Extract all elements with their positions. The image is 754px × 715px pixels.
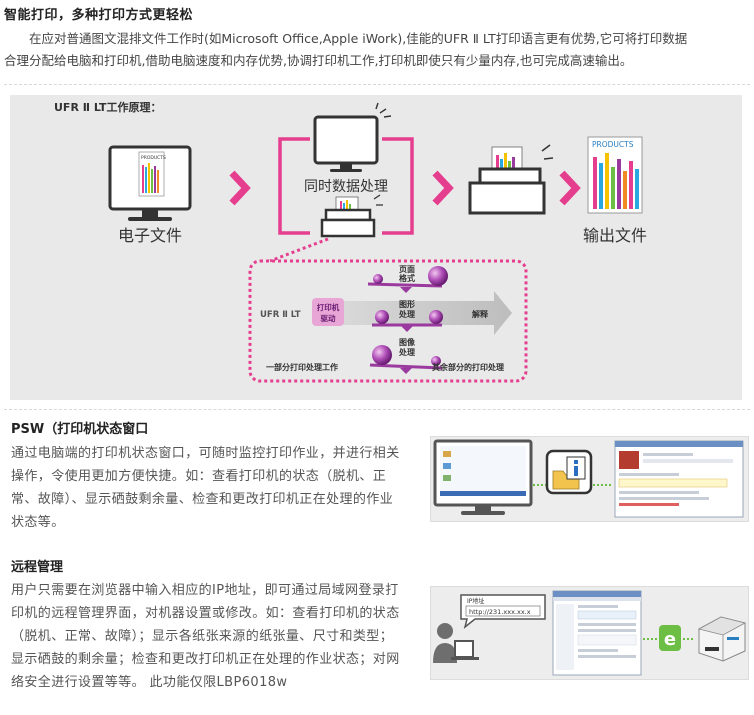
processing-bracket-left — [278, 137, 310, 235]
remote-body-line: 印机的远程管理界面，对机器设置或修改。如：查看打印机的状态 — [11, 606, 400, 621]
intro-body-line: 在应对普通图文混排文件工作时(如Microsoft Office,Apple i… — [4, 31, 688, 46]
electronic-file-monitor-icon: PRODUCTS — [108, 145, 192, 221]
graphics-label-2: 处理 — [398, 309, 415, 319]
psw-body-line: 常、故障）、显示硒鼓剩余量、检查和更改打印机正在处理的作业 — [11, 492, 394, 507]
chevron-right-icon — [432, 170, 454, 206]
chevron-right-icon — [559, 170, 581, 206]
browser-screenshot — [552, 590, 642, 676]
driver-box — [312, 298, 344, 326]
intro-title: 智能打印，多种打印方式更轻松 — [4, 8, 194, 23]
products-label: PRODUCTS — [592, 140, 634, 149]
e-network-icon: e — [659, 625, 681, 651]
printer-small-icon — [320, 194, 383, 238]
status-window-screenshot — [614, 440, 744, 518]
processing-label: 同时数据处理 — [304, 179, 388, 195]
e-label: e — [664, 629, 676, 650]
rest-processing-label: 其余部分的打印处理 — [432, 362, 504, 372]
remote-illustration-svg: IP地址 http://231.xxx.xx.x e — [433, 590, 747, 676]
psw-body: 通过电脑端的打印机状态窗口，可随时监控打印作业，并进行相关 操作，令使用更加方便… — [11, 442, 423, 534]
printer-icon — [468, 144, 554, 215]
psw-body-line: 状态等。 — [11, 515, 65, 530]
psw-body-line: 操作，令使用更加方便快捷。如：查看打印机的状态（脱机、正 — [11, 469, 387, 484]
page-format-label-2: 格式 — [399, 273, 415, 283]
balance-image — [369, 345, 443, 374]
process-arrow — [322, 291, 512, 335]
chevron-right-icon — [229, 170, 251, 206]
balance-graphics — [372, 310, 443, 332]
remote-illustration: IP地址 http://231.xxx.xx.x e — [430, 586, 749, 680]
products-mini-label: PRODUCTS — [141, 155, 166, 161]
processing-bracket-right — [382, 137, 414, 235]
ufr-diagram-panel: UFR Ⅱ LT工作原理： PRODUCTS 电子文件 — [10, 95, 742, 400]
ip-label: IP地址 — [467, 597, 484, 605]
printer-status-icon — [545, 449, 593, 495]
remote-body-line: （脱机、正常、故障）；显示各纸张来源的纸张量、尺寸和类型； — [11, 629, 394, 644]
remote-body-line: 用户只需要在浏览器中输入相应的IP地址，即可通过局域网登录打 — [11, 583, 399, 598]
ufr-diagram: UFR Ⅱ LT工作原理： PRODUCTS 电子文件 — [54, 100, 647, 383]
laser-printer-icon — [697, 616, 747, 662]
partial-processing-label: 一部分打印处理工作 — [266, 362, 338, 372]
page-format-label-1: 页面 — [399, 265, 415, 274]
psw-illustration-svg — [433, 439, 744, 518]
ip-bubble: IP地址 http://231.xxx.xx.x — [460, 594, 546, 629]
output-document-icon: PRODUCTS — [587, 136, 643, 214]
driver-label-1: 打印机 — [317, 302, 340, 312]
driver-label-2: 驱动 — [321, 313, 336, 323]
divider — [4, 409, 750, 410]
image-label-2: 处理 — [398, 347, 415, 357]
intro-body: 在应对普通图文混排文件工作时(如Microsoft Office,Apple i… — [4, 28, 749, 72]
computer-monitor-icon — [313, 102, 392, 172]
psw-illustration — [430, 436, 749, 522]
intro-body-line: 合理分配给电脑和打印机,借助电脑速度和内存优势,协调打印机工作,打印机即使只有少… — [4, 53, 633, 68]
psw-body-line: 通过电脑端的打印机状态窗口，可随时监控打印作业，并进行相关 — [11, 446, 400, 461]
detail-box — [248, 259, 528, 383]
balance-page-format — [367, 266, 448, 293]
remote-body-line: 显示硒鼓的剩余量；检查和更改打印机正在处理的作业状态；对网 — [11, 652, 400, 667]
electronic-file-label: 电子文件 — [118, 226, 182, 245]
output-label: 输出文件 — [583, 226, 647, 245]
desktop-monitor-icon — [433, 439, 533, 515]
interpret-label: 解释 — [472, 309, 489, 319]
graphics-label-1: 图形 — [399, 299, 415, 309]
divider — [4, 84, 750, 85]
ip-value: http://231.xxx.xx.x — [469, 608, 531, 616]
image-label-1: 图像 — [399, 337, 416, 347]
remote-title: 远程管理 — [11, 560, 64, 575]
remote-body: 用户只需要在浏览器中输入相应的IP地址，即可通过局域网登录打 印机的远程管理界面… — [11, 579, 423, 694]
diagram-title: UFR Ⅱ LT工作原理： — [54, 100, 162, 114]
detail-connector — [269, 237, 329, 263]
psw-title: PSW（打印机状态窗口 — [11, 422, 149, 437]
user-laptop-icon — [433, 623, 479, 663]
ufr-label: UFR Ⅱ LT — [260, 310, 301, 320]
remote-body-line: 络安全进行设置等等。 此功能仅限LBP6018w — [11, 675, 288, 690]
